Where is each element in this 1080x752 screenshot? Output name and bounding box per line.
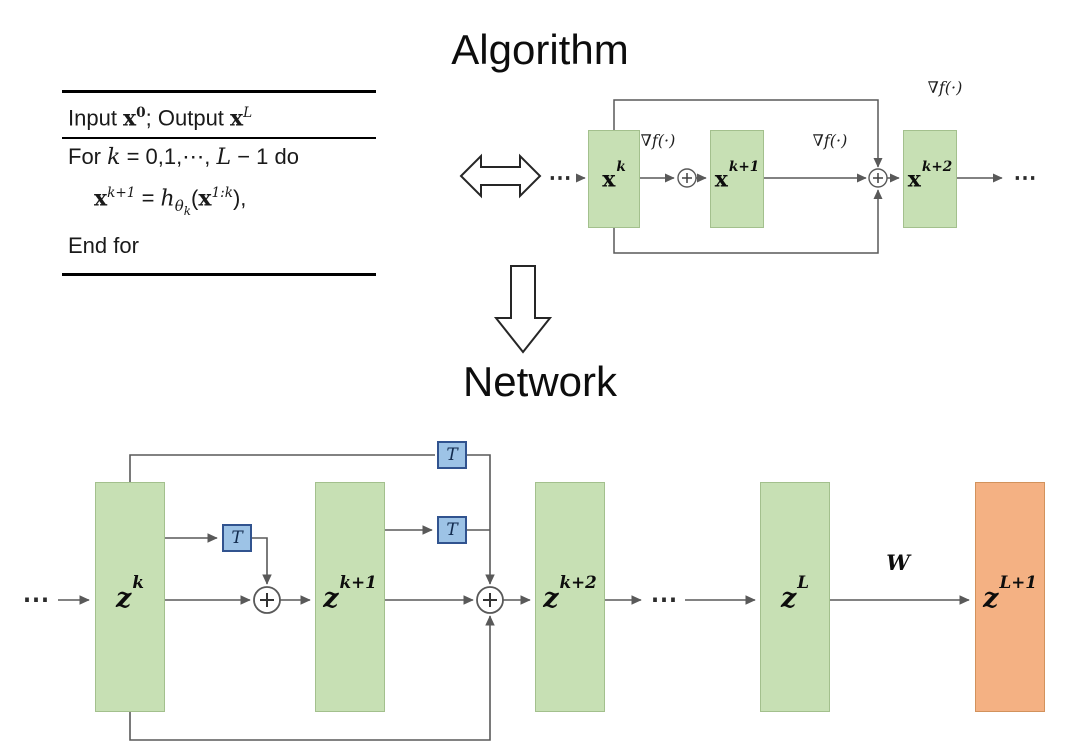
algorithm-sum-node-1	[677, 168, 697, 188]
text-output: ; Output	[145, 105, 231, 131]
var-x-arg: x	[198, 185, 212, 212]
var-theta: θ	[174, 197, 184, 216]
text-do: − 1 do	[231, 144, 299, 170]
algorithm-sum-node-2	[868, 168, 888, 188]
var-x0: x	[123, 105, 137, 132]
T-operator-box-1: T	[222, 524, 252, 552]
text-input: Input	[68, 105, 124, 131]
node-label-zk: zk	[116, 572, 144, 614]
node-box-zL1: zL+1	[975, 482, 1045, 712]
text-paren-close: ),	[232, 185, 247, 211]
ellipsis-algo-left: ⋯	[548, 164, 572, 191]
text-eq: =	[135, 185, 161, 211]
sup-L: L	[243, 105, 253, 121]
node-box-zL: zL	[760, 482, 830, 712]
wire-Ttop-to-sum2	[467, 454, 495, 585]
pseudocode-block: Input x0; Output xL For k = 0,1,⋯, L − 1…	[62, 90, 376, 277]
node-label-zk2: zk+2	[543, 572, 597, 614]
node-label-xk2: xk+2	[907, 159, 953, 193]
algorithm-title: Algorithm	[451, 26, 629, 73]
node-label-zk1: zk+1	[323, 572, 377, 614]
ellipsis-algo-right: ⋯	[1013, 164, 1037, 191]
sup-1k: 1:k	[211, 185, 233, 202]
var-theta-sub-k: k	[183, 204, 191, 219]
T-operator-box-top: T	[437, 441, 467, 469]
network-wires	[58, 454, 970, 741]
ellipsis-network-mid: ⋯	[650, 584, 678, 615]
equivalence-arrow-icon	[459, 153, 542, 199]
down-arrow-icon	[493, 265, 553, 354]
node-label-xk: xk	[602, 159, 626, 193]
var-h: h	[160, 186, 175, 212]
node-label-zL1: zL+1	[983, 572, 1037, 614]
node-box-zk2: zk+2	[535, 482, 605, 712]
weight-label: W	[886, 550, 910, 575]
text-range: = 0,1,⋯,	[120, 144, 217, 170]
var-x: x	[94, 185, 108, 212]
code-line-for: For k = 0,1,⋯, L − 1 do	[62, 139, 376, 175]
skip-top-xk-to-sum2	[613, 99, 883, 168]
sup-k1: k+1	[107, 185, 136, 202]
T-label-1: T	[231, 528, 243, 548]
node-label-zL: zL	[780, 572, 810, 614]
grad-label-3: ∇f(·)	[927, 78, 963, 97]
var-xL: x	[230, 105, 244, 132]
var-L: L	[216, 145, 232, 171]
sup-0: 0	[136, 105, 146, 121]
T-operator-box-2: T	[437, 516, 467, 544]
skip-bottom-xk-to-sum2	[613, 189, 883, 254]
network-sum-node-1	[253, 586, 281, 614]
text-for: For	[68, 144, 108, 170]
node-box-xk2: xk+2	[903, 130, 957, 228]
code-line-endfor: End for	[68, 233, 139, 259]
T-label-2: T	[446, 520, 458, 540]
code-line-update: xk+1 = hθk(x1:k),	[62, 175, 376, 228]
skip-top-zk-to-Ttop	[129, 454, 435, 482]
grad-label-2: ∇f(·)	[812, 131, 848, 150]
var-k: k	[107, 145, 121, 171]
node-box-xk: xk	[588, 130, 640, 228]
network-sum-node-2	[476, 586, 504, 614]
T-label-top: T	[446, 445, 458, 465]
node-box-zk1: zk+1	[315, 482, 385, 712]
algorithm-wires	[576, 99, 1003, 254]
skip-bottom-zk-to-sum2	[129, 615, 495, 741]
grad-label-1: ∇f(·)	[640, 131, 676, 150]
node-box-xk1: xk+1	[710, 130, 764, 228]
ellipsis-network-left: ⋯	[22, 584, 50, 615]
node-label-xk1: xk+1	[714, 159, 760, 193]
text-paren-open: (	[190, 185, 199, 211]
code-line-io: Input x0; Output xL	[62, 95, 376, 140]
wire-T1-to-sum1	[252, 537, 272, 585]
network-title: Network	[462, 358, 618, 405]
node-box-zk: zk	[95, 482, 165, 712]
sub-theta-k: θk	[174, 197, 191, 219]
